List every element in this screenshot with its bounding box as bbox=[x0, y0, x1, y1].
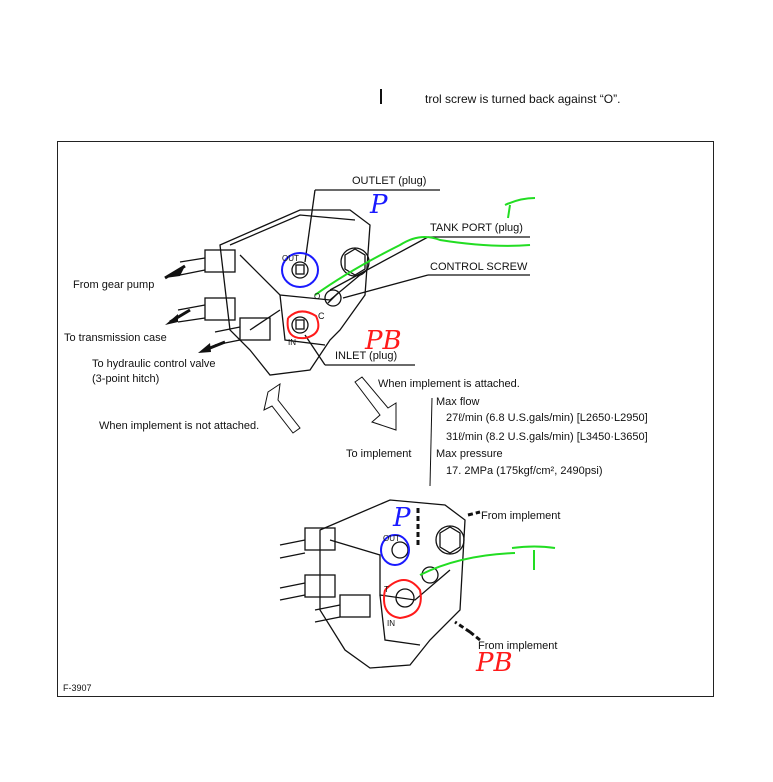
from-implement-bottom-label: From implement bbox=[478, 640, 558, 652]
annotation-p-top: P bbox=[370, 190, 388, 220]
figure-frame bbox=[57, 141, 714, 697]
handwritten-marks bbox=[281, 197, 556, 620]
three-point-hitch-label: (3-point hitch) bbox=[92, 373, 160, 385]
spec-flow-1: 27ℓ/min (6.8 U.S.gals/min) [L2650·L2950] bbox=[446, 412, 648, 424]
flow-arrows-top bbox=[164, 264, 226, 353]
to-hydraulic-label: To hydraulic control valve bbox=[92, 358, 216, 370]
control-screw-label: CONTROL SCREW bbox=[430, 261, 528, 273]
port-out-bottom: OUT bbox=[383, 534, 400, 543]
to-implement-label: To implement bbox=[346, 448, 412, 460]
spec-max-pressure: Max pressure bbox=[436, 448, 503, 460]
when-attached-label: When implement is attached. bbox=[378, 378, 520, 390]
inlet-label: INLET (plug) bbox=[335, 350, 398, 362]
port-t-bottom: T bbox=[384, 585, 389, 594]
header-text: trol screw is turned back against “O”. bbox=[425, 92, 621, 106]
top-valve-body bbox=[177, 189, 530, 376]
annotation-pb-top: PB bbox=[365, 326, 402, 356]
header-bar bbox=[380, 89, 382, 104]
spec-flow-2: 31ℓ/min (8.2 U.S.gals/min) [L3450·L3650] bbox=[446, 431, 648, 443]
spec-max-flow: Max flow bbox=[436, 396, 480, 408]
tank-port-label: TANK PORT (plug) bbox=[430, 222, 523, 234]
annotation-pb-bottom: PB bbox=[476, 648, 513, 678]
port-in-top: IN bbox=[288, 338, 296, 347]
outlet-label: OUTLET (plug) bbox=[352, 175, 427, 187]
annotation-p-bottom: P bbox=[393, 503, 411, 533]
port-out-top: OUT bbox=[282, 254, 299, 263]
figure-id: F-3907 bbox=[63, 683, 92, 693]
bottom-valve-body bbox=[279, 499, 481, 669]
mode-arrows bbox=[263, 376, 433, 487]
when-not-attached-label: When implement is not attached. bbox=[99, 420, 260, 432]
spec-pressure: 17. 2MPa (175kgf/cm², 2490psi) bbox=[446, 465, 603, 477]
port-in-bottom: IN bbox=[387, 619, 395, 628]
to-transmission-label: To transmission case bbox=[64, 332, 167, 344]
from-implement-top-label: From implement bbox=[481, 510, 561, 522]
from-gear-pump-label: From gear pump bbox=[73, 279, 155, 291]
port-c-top: C bbox=[318, 311, 325, 321]
port-o-top: O bbox=[314, 292, 321, 301]
